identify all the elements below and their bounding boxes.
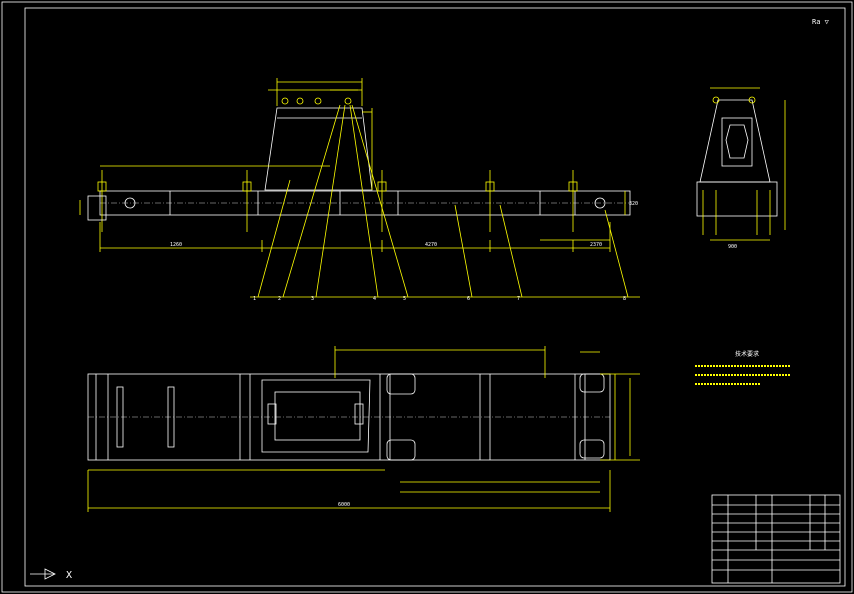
svg-text:X: X (66, 570, 72, 581)
ucs-icon: X (30, 568, 72, 581)
svg-text:技术要求: 技术要求 (735, 350, 759, 358)
callout-labels: 1 2 3 4 5 6 7 8 (253, 296, 626, 302)
technical-notes: 技术要求 (695, 350, 790, 385)
front-view: 1260 4270 2370 320 1 2 3 4 5 6 7 8 (79, 78, 640, 302)
end-view: 900 (696, 87, 786, 250)
svg-text:1260: 1260 (170, 242, 182, 248)
svg-text:2370: 2370 (590, 242, 602, 248)
roughness-symbol: Ra ▽ (812, 18, 830, 26)
plan-view: 6000 (87, 346, 640, 512)
svg-text:900: 900 (728, 244, 737, 250)
svg-text:320: 320 (629, 201, 638, 207)
title-block (711, 494, 841, 584)
svg-text:6000: 6000 (338, 502, 350, 508)
callout-1: 1 (253, 296, 256, 302)
svg-text:4270: 4270 (425, 242, 437, 248)
callout-2: 2 (278, 296, 281, 302)
callout-7: 7 (517, 296, 520, 302)
callout-3: 3 (311, 296, 314, 302)
callout-4: 4 (373, 296, 376, 302)
callout-5: 5 (403, 296, 406, 302)
callout-8: 8 (623, 296, 626, 302)
callout-6: 6 (467, 296, 470, 302)
